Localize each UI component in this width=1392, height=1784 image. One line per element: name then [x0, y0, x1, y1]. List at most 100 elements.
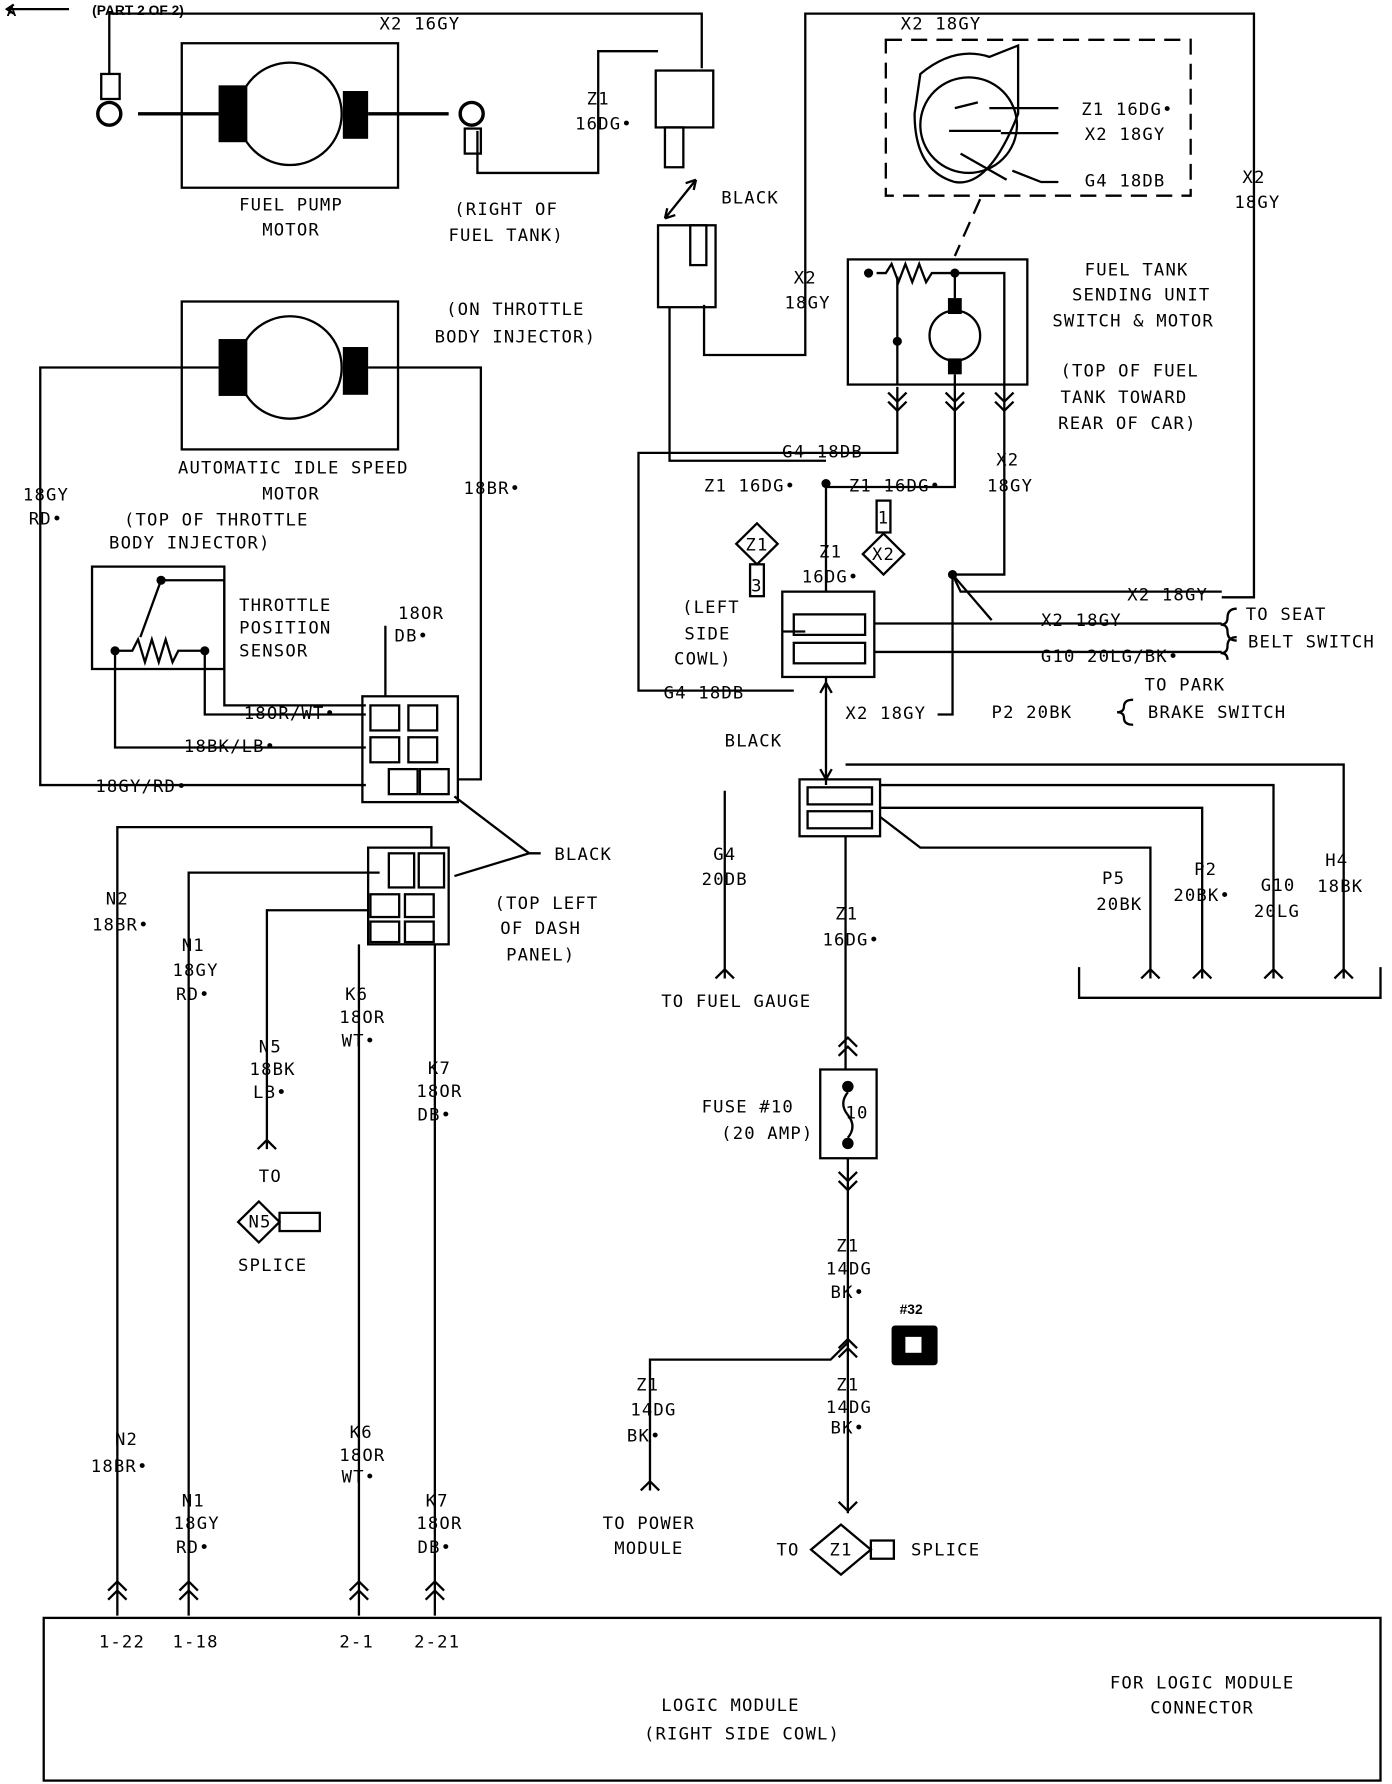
wire-label: 20LG [1254, 902, 1300, 922]
destination-label: BELT SWITCH [1248, 632, 1375, 652]
labels: A (PART 2 OF 2) X2 16GY FUEL PUMP MOTOR … [7, 3, 1375, 1745]
location-label: (ON THROTTLE [446, 300, 584, 320]
wire-label: P2 20BK [992, 703, 1073, 723]
wire-label: X2 [996, 450, 1019, 470]
destination-label: MODULE [614, 1539, 683, 1559]
connector-label: BLACK [721, 189, 779, 209]
fuse-10 [236, 1036, 938, 1577]
wire-label: 20BK• [1173, 886, 1231, 906]
component-label: AUTOMATIC IDLE SPEED [178, 458, 409, 478]
note-label: CONNECTOR [1150, 1699, 1254, 1719]
pin-label: 2-21 [414, 1633, 460, 1653]
wire-label: BK• [831, 1419, 866, 1439]
ais-motor [180, 300, 400, 451]
component-label: SWITCH & MOTOR [1052, 312, 1214, 332]
wire-label: 18OR [339, 1446, 385, 1466]
splice-label: Z1 [829, 1540, 852, 1560]
component-label: FUEL TANK [1085, 260, 1189, 280]
wire-label: 16DG• [822, 931, 880, 951]
component-label: POSITION [239, 619, 331, 639]
wire-label: 18GY [23, 486, 69, 506]
wire-label: 18OR [416, 1082, 462, 1102]
wire-label: BK• [831, 1283, 866, 1303]
wire-label: 18GY/RD• [95, 777, 187, 797]
wire-label: WT• [342, 1032, 377, 1052]
wire-label: X2 18GY [1127, 586, 1208, 606]
wire-label: H4 [1325, 851, 1348, 871]
wire-label: G4 18DB [1085, 172, 1166, 192]
wire-label: 16DG• [802, 568, 860, 588]
wire-label: Z1 16DG• [849, 477, 941, 497]
wire-label: 16DG• [575, 115, 633, 135]
pin-label: 1-22 [99, 1633, 145, 1653]
location-label: (LEFT [682, 598, 740, 618]
pin-label: 1-18 [172, 1633, 218, 1653]
wire-label: Z1 16DG• [704, 477, 796, 497]
component-label: MOTOR [262, 221, 320, 241]
wire-label: G10 [1261, 876, 1296, 896]
splice-connectors [734, 478, 1237, 838]
note-label: FOR LOGIC MODULE [1110, 1674, 1295, 1694]
destination-label: TO PARK [1145, 676, 1226, 696]
splice-label: 3 [751, 577, 763, 597]
component-label: THROTTLE [239, 596, 331, 616]
location-label: OF DASH [500, 919, 581, 939]
location-label: TANK TOWARD [1060, 388, 1187, 408]
destination-label: TO [776, 1540, 799, 1560]
wire-label: N2 [115, 1430, 138, 1450]
ground-terminals [256, 967, 1354, 1492]
location-label: BODY INJECTOR) [435, 328, 597, 348]
throttle-position-sensor [90, 565, 460, 804]
wire-label: K6 [350, 1423, 373, 1443]
fuel-tank-sending-unit [846, 38, 1192, 413]
wire-label: X2 18GY [901, 15, 982, 35]
wire-label: 18OR [398, 604, 444, 624]
destination-label: TO POWER [603, 1514, 695, 1534]
wire-label: RD• [176, 985, 211, 1005]
wires [39, 12, 1382, 1616]
wire-label: X2 [1242, 168, 1265, 188]
part-label: (PART 2 OF 2) [92, 3, 184, 18]
wire-label: 20DB [702, 870, 748, 890]
wire-label: 18BK [250, 1060, 296, 1080]
destination-label: TO SEAT [1246, 605, 1327, 625]
location-label: SIDE [684, 625, 730, 645]
destination-label: TO FUEL GAUGE [661, 992, 811, 1012]
splice-label: 1 [878, 508, 890, 528]
destination-label: TO [259, 1167, 282, 1187]
location-label: COWL) [674, 650, 732, 670]
component-label: FUEL PUMP [239, 196, 343, 216]
location-label: BODY INJECTOR) [109, 533, 271, 553]
wire-label: 20BK [1096, 895, 1142, 915]
connector-label: BLACK [554, 845, 612, 865]
wire-label: N2 [106, 890, 129, 910]
destination-label: SPLICE [238, 1256, 307, 1276]
wire-label: DB• [395, 627, 430, 647]
location-label: (TOP OF THROTTLE [124, 511, 309, 531]
fuel-pump-motor [96, 42, 717, 309]
wire-label: Z1 16DG• [1081, 100, 1173, 120]
wire-label: 14DG [826, 1398, 872, 1418]
wire-label: BK• [627, 1427, 662, 1447]
location-label: REAR OF CAR) [1058, 414, 1196, 434]
wire-label: N1 [182, 1491, 205, 1511]
component-label: MOTOR [262, 485, 320, 505]
wire-label: Z1 [835, 904, 858, 924]
wire-label: X2 18GY [1085, 125, 1166, 145]
destination-label: BRAKE SWITCH [1148, 703, 1286, 723]
wire-label: 14DG [630, 1400, 676, 1420]
logic-module [4, 3, 1382, 1782]
wire-label: K7 [428, 1059, 451, 1079]
wire-label: RD• [176, 1538, 211, 1558]
splice-label: N5 [248, 1213, 271, 1233]
wire-label: 18GY [174, 1514, 220, 1534]
dash-connector [366, 846, 450, 946]
wire-label: 18OR [339, 1008, 385, 1028]
wire-label: 18BR• [91, 1457, 149, 1477]
wire-label: K7 [426, 1491, 449, 1511]
wire-label: X2 18GY [845, 704, 926, 724]
fuse-label: FUSE #10 [702, 1098, 794, 1118]
wire-label: 14DG [826, 1259, 872, 1279]
fuse-number: 10 [846, 1103, 869, 1123]
